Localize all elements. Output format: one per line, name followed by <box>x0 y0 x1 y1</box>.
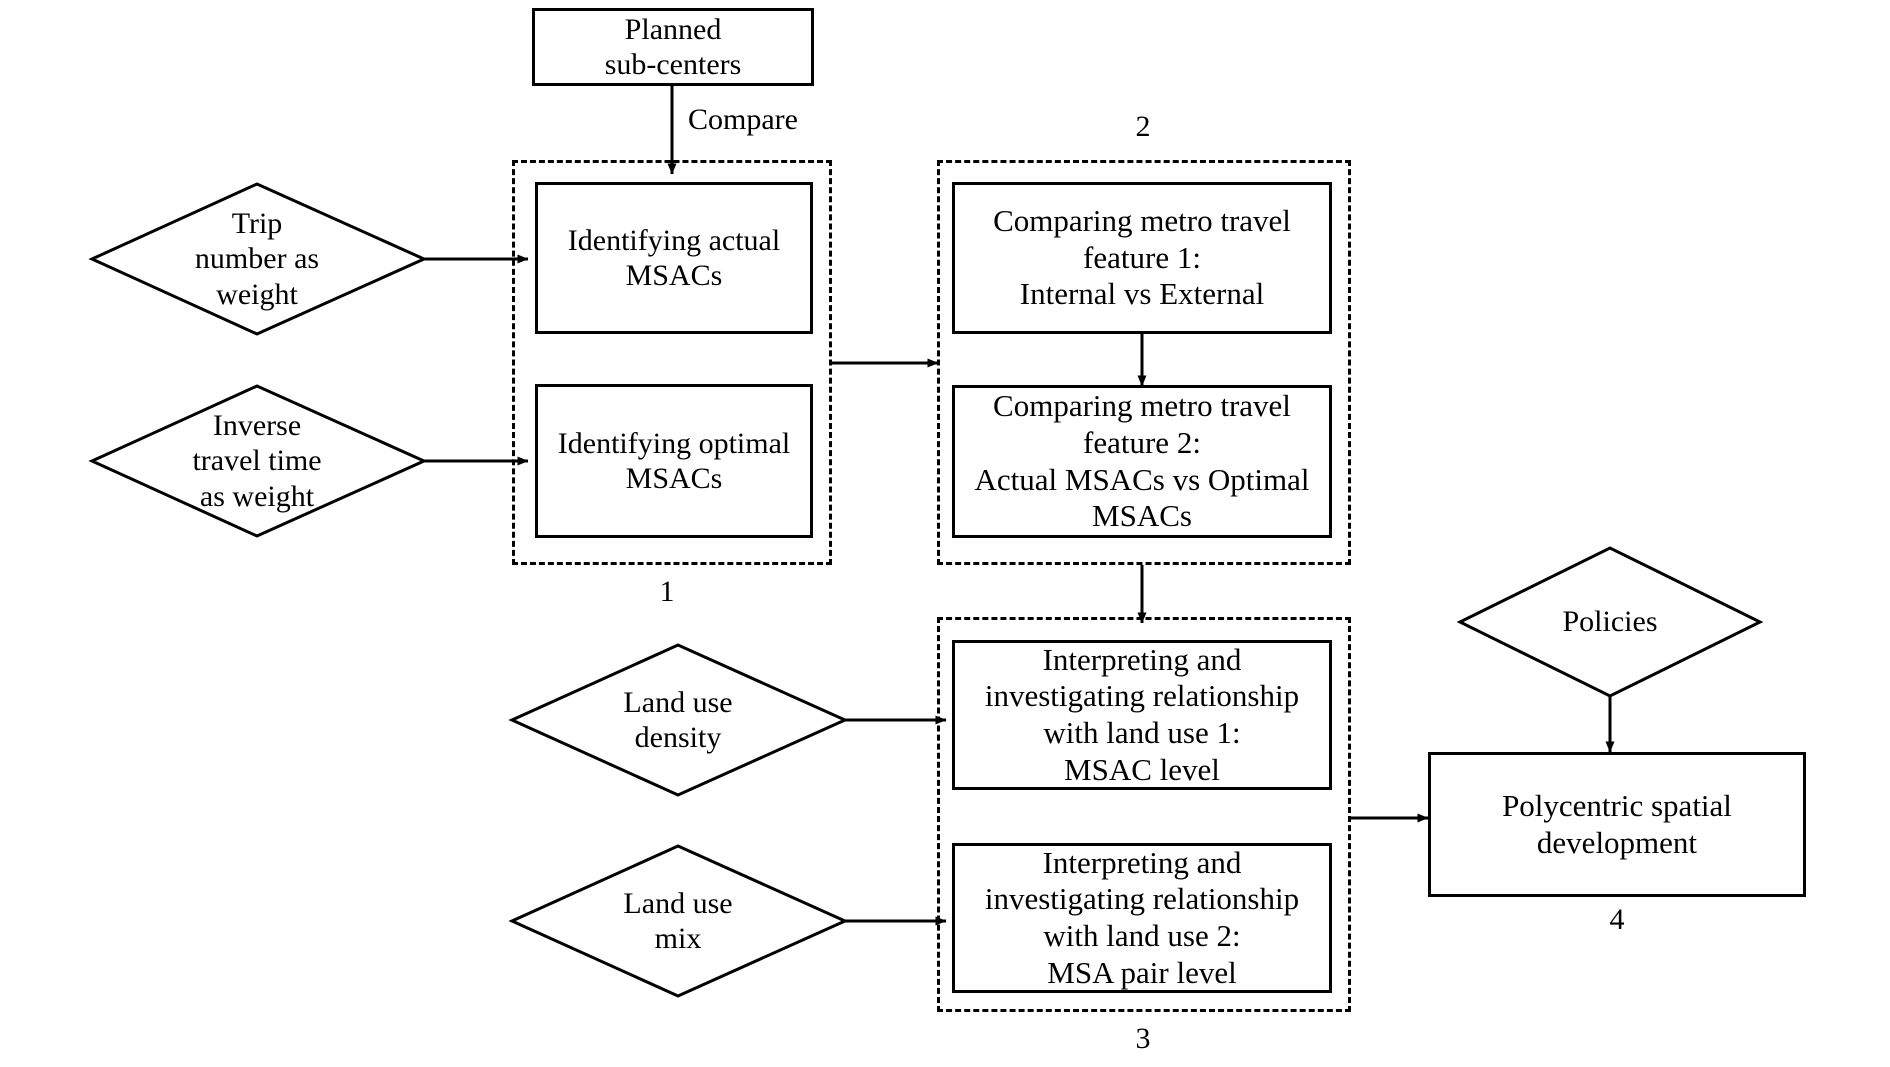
diamond-policies-label: Policies <box>1510 548 1710 696</box>
diamond-land-use-mix-label: Land use mix <box>563 846 793 996</box>
diamond-inverse-travel-time-as-weight <box>88 384 428 538</box>
diamond-policies <box>1456 546 1764 698</box>
node-comparing-metro-travel-feature-1-label: Comparing metro travel feature 1: Intern… <box>993 203 1291 312</box>
diamond-land-use-density-text: Land use density <box>623 685 733 754</box>
group-1-boundary <box>512 160 832 565</box>
diamond-land-use-density <box>508 643 849 797</box>
group-3-number: 3 <box>1135 1022 1151 1055</box>
node-identifying-actual-msacs-label: Identifying actual MSACs <box>567 223 781 292</box>
group-2-number: 2 <box>1135 110 1151 143</box>
node-comparing-metro-travel-feature-2-label: Comparing metro travel feature 2: Actual… <box>974 388 1310 534</box>
node-planned-sub-centers[interactable]: Planned sub-centers <box>532 8 814 86</box>
node-polycentric-spatial-development[interactable]: Polycentric spatial development <box>1428 752 1806 897</box>
diamond-land-use-mix-text: Land use mix <box>623 886 733 955</box>
node-land-use-relation-1[interactable]: Interpreting and investigating relations… <box>952 640 1332 790</box>
group-1-number: 1 <box>659 575 675 608</box>
node-identifying-optimal-msacs[interactable]: Identifying optimal MSACs <box>535 384 813 538</box>
diamond-trip-number-text: Trip number as weight <box>194 206 320 311</box>
diamond-trip-number-as-weight <box>88 182 428 336</box>
diamond-land-use-density-label: Land use density <box>563 645 793 795</box>
edge-label-compare: Compare <box>688 103 798 136</box>
node-identifying-optimal-msacs-label: Identifying optimal MSACs <box>557 426 791 495</box>
node-identifying-actual-msacs[interactable]: Identifying actual MSACs <box>535 182 813 334</box>
node-polycentric-spatial-development-label: Polycentric spatial development <box>1502 787 1732 860</box>
node-land-use-relation-2[interactable]: Interpreting and investigating relations… <box>952 843 1332 993</box>
diamond-inverse-travel-time-label: Inverse travel time as weight <box>142 386 372 536</box>
diamond-policies-text: Policies <box>1562 605 1658 639</box>
diamond-inverse-travel-time-text: Inverse travel time as weight <box>192 408 322 513</box>
node-land-use-relation-2-label: Interpreting and investigating relations… <box>984 844 1300 990</box>
group-3-boundary <box>937 617 1351 1012</box>
diamond-land-use-mix <box>508 844 849 998</box>
diamond-trip-number-as-weight-label: Trip number as weight <box>142 184 372 334</box>
node-land-use-relation-1-label: Interpreting and investigating relations… <box>984 641 1300 787</box>
node-comparing-metro-travel-feature-1[interactable]: Comparing metro travel feature 1: Intern… <box>952 182 1332 334</box>
group-4-number: 4 <box>1609 903 1625 936</box>
node-comparing-metro-travel-feature-2[interactable]: Comparing metro travel feature 2: Actual… <box>952 385 1332 538</box>
node-planned-sub-centers-label: Planned sub-centers <box>604 12 742 81</box>
group-2-boundary <box>937 160 1351 565</box>
